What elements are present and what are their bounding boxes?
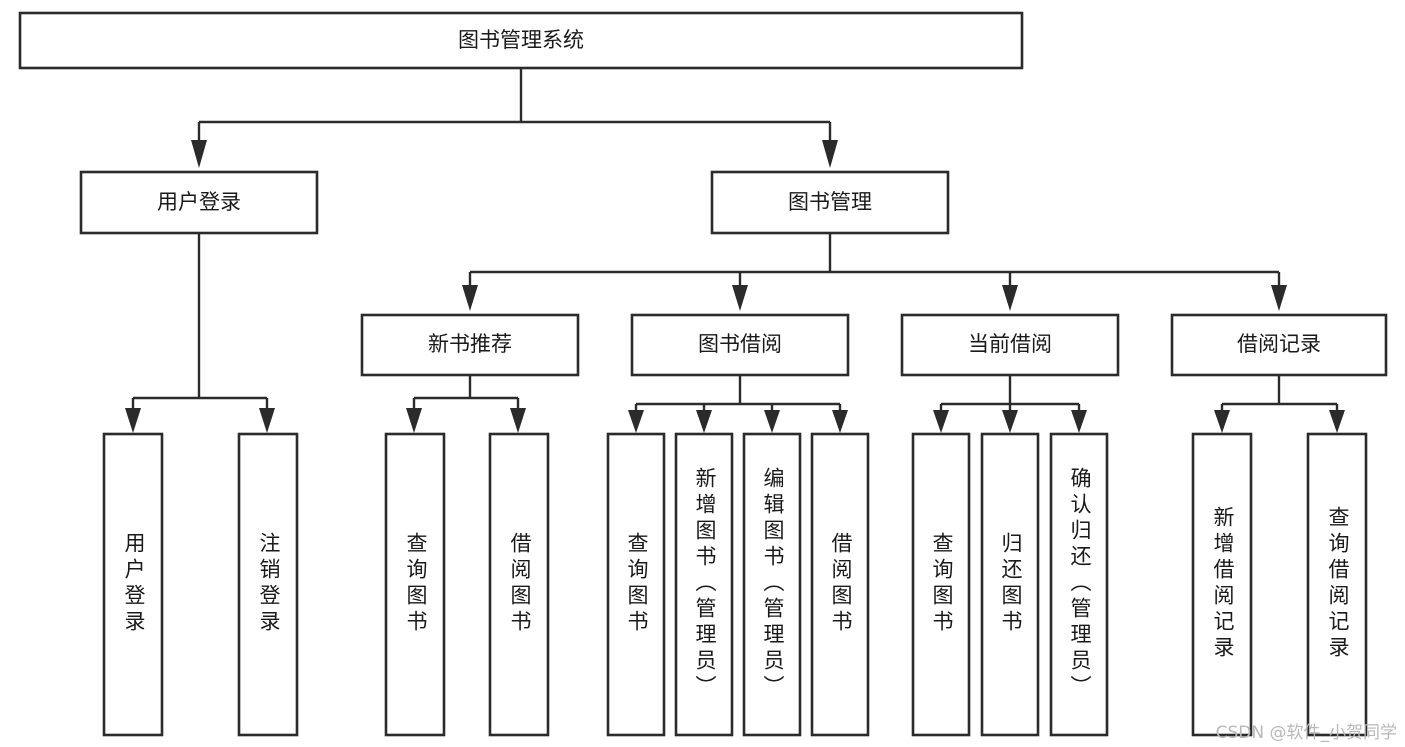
- node-leaf-add-record[interactable]: 新增借阅记录: [1191, 432, 1253, 737]
- node-borrow-record-label: 借阅记录: [1237, 332, 1321, 356]
- arrowhead-leaf-borrow-book-2: [832, 410, 848, 433]
- node-leaf-borrow-book-1-box: [488, 432, 550, 737]
- node-leaf-confirm-return-label: 确认归还（管理员）: [1068, 467, 1092, 701]
- node-new-book-rec[interactable]: 新书推荐: [360, 313, 580, 377]
- connector-group-book-borrow: [628, 375, 848, 433]
- arrowhead-leaf-edit-book: [764, 410, 780, 433]
- node-leaf-query-book-1-label: 查询图书: [404, 532, 428, 636]
- node-book-manage-box: [710, 170, 950, 235]
- node-leaf-add-book-label: 新增图书（管理员）: [693, 467, 717, 701]
- node-root-label: 图书管理系统: [458, 28, 584, 52]
- node-book-borrow-label: 图书借阅: [698, 332, 782, 356]
- node-leaf-user-login-label: 用户登录: [122, 532, 146, 636]
- node-leaf-borrow-book-2[interactable]: 借阅图书: [810, 432, 870, 737]
- node-leaf-add-book-box: [674, 432, 734, 737]
- node-leaf-borrow-book-2-label: 借阅图书: [829, 532, 853, 636]
- arrowhead-borrow-record: [1271, 285, 1287, 311]
- connector-group-root: [191, 68, 838, 168]
- node-leaf-query-book-2-label: 查询图书: [625, 532, 649, 636]
- connector-group-borrow-record: [1214, 375, 1345, 433]
- arrowhead-user-login: [191, 140, 207, 168]
- node-leaf-query-book-3-label: 查询图书: [930, 532, 954, 636]
- connector-group-current-borrow: [933, 375, 1087, 433]
- node-leaf-edit-book[interactable]: 编辑图书（管理员）: [742, 432, 802, 737]
- node-leaf-return-book-label: 归还图书: [999, 532, 1023, 636]
- arrowhead-book-borrow: [732, 285, 748, 311]
- arrowhead-current-borrow: [1002, 285, 1018, 311]
- node-leaf-borrow-book-2-box: [810, 432, 870, 737]
- node-leaf-edit-book-label: 编辑图书（管理员）: [761, 467, 785, 701]
- node-leaf-return-book[interactable]: 归还图书: [980, 432, 1040, 737]
- node-leaf-query-book-1[interactable]: 查询图书: [384, 432, 446, 737]
- node-book-manage[interactable]: 图书管理: [710, 170, 950, 235]
- node-leaf-add-record-label: 新增借阅记录: [1211, 506, 1235, 662]
- arrowhead-leaf-add-book: [696, 410, 712, 433]
- arrowhead-leaf-query-record: [1329, 410, 1345, 433]
- arrowhead-leaf-query-book-3: [933, 410, 949, 433]
- node-leaf-confirm-return-box: [1049, 432, 1109, 737]
- node-current-borrow-label: 当前借阅: [968, 332, 1052, 356]
- node-leaf-user-login-box: [102, 432, 164, 737]
- arrowhead-leaf-confirm-return: [1071, 410, 1087, 433]
- node-leaf-borrow-book-1-label: 借阅图书: [508, 532, 532, 636]
- node-book-borrow[interactable]: 图书借阅: [630, 313, 850, 377]
- node-leaf-logout[interactable]: 注销登录: [237, 432, 299, 737]
- node-leaf-confirm-return[interactable]: 确认归还（管理员）: [1049, 432, 1109, 737]
- node-leaf-query-book-2-box: [606, 432, 666, 737]
- arrowhead-leaf-add-record: [1214, 410, 1230, 433]
- node-user-login-label: 用户登录: [157, 190, 241, 214]
- arrowhead-leaf-query-book-2: [628, 410, 644, 433]
- node-leaf-query-record[interactable]: 查询借阅记录: [1306, 432, 1368, 737]
- node-leaf-query-book-3[interactable]: 查询图书: [911, 432, 971, 737]
- node-new-book-rec-box: [360, 313, 580, 377]
- node-root-box: [18, 11, 1024, 70]
- node-leaf-logout-box: [237, 432, 299, 737]
- node-current-borrow[interactable]: 当前借阅: [900, 313, 1120, 377]
- arrowhead-leaf-logout: [259, 408, 275, 433]
- connector-group-new-book-rec: [406, 375, 526, 433]
- node-leaf-edit-book-box: [742, 432, 802, 737]
- arrowhead-leaf-borrow-book-1: [510, 408, 526, 433]
- node-current-borrow-box: [900, 313, 1120, 377]
- arrowhead-leaf-user-login: [125, 408, 141, 433]
- arrowhead-leaf-query-book-1: [406, 408, 422, 433]
- node-user-login[interactable]: 用户登录: [79, 170, 319, 235]
- node-root[interactable]: 图书管理系统: [18, 11, 1024, 70]
- node-leaf-query-book-1-box: [384, 432, 446, 737]
- node-leaf-add-book[interactable]: 新增图书（管理员）: [674, 432, 734, 737]
- node-new-book-rec-label: 新书推荐: [428, 332, 512, 356]
- connector-group-user-login: [125, 233, 275, 433]
- node-leaf-return-book-box: [980, 432, 1040, 737]
- node-leaf-add-record-box: [1191, 432, 1253, 737]
- arrowhead-leaf-return-book: [1002, 410, 1018, 433]
- node-leaf-query-book-3-box: [911, 432, 971, 737]
- node-leaf-query-record-box: [1306, 432, 1368, 737]
- node-borrow-record-box: [1170, 313, 1388, 377]
- node-book-manage-label: 图书管理: [788, 190, 872, 214]
- node-leaf-borrow-book-1[interactable]: 借阅图书: [488, 432, 550, 737]
- node-leaf-query-record-label: 查询借阅记录: [1326, 506, 1350, 662]
- node-leaf-user-login[interactable]: 用户登录: [102, 432, 164, 737]
- arrowhead-new-book-rec: [462, 285, 478, 311]
- csdn-watermark: CSDN @软件_小贺同学: [1215, 723, 1397, 743]
- node-borrow-record[interactable]: 借阅记录: [1170, 313, 1388, 377]
- node-book-borrow-box: [630, 313, 850, 377]
- node-leaf-query-book-2[interactable]: 查询图书: [606, 432, 666, 737]
- arrowhead-book-manage: [822, 140, 838, 168]
- node-leaf-logout-label: 注销登录: [257, 532, 281, 636]
- connector-group-book-manage: [462, 233, 1287, 311]
